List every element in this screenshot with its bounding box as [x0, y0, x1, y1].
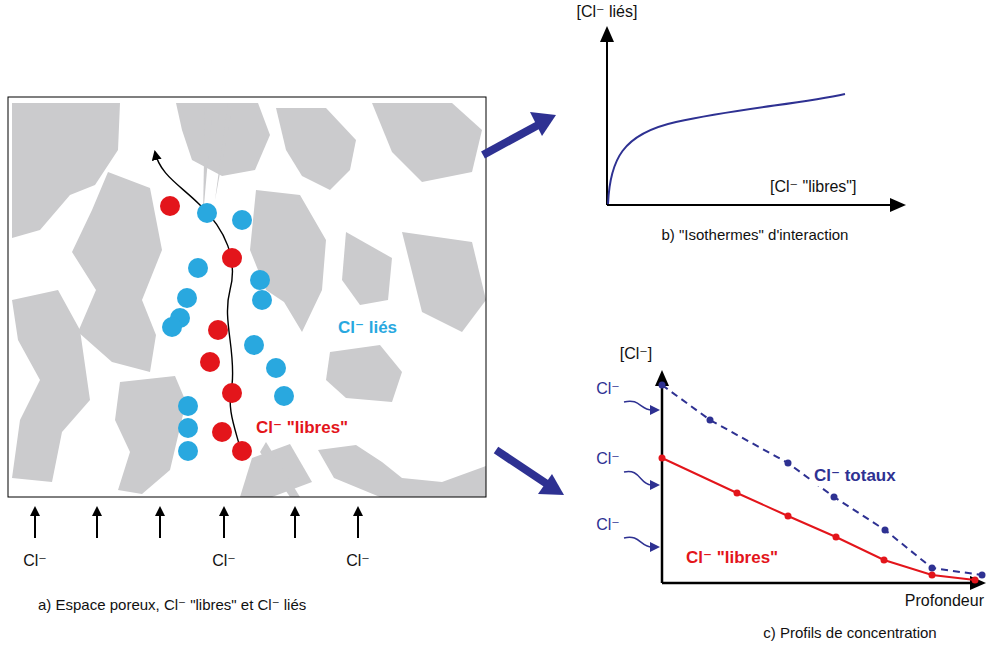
ion-label: Cl⁻	[594, 516, 622, 534]
grains	[12, 103, 486, 497]
free-chlorides	[160, 196, 252, 461]
axis-label: [Cl⁻]	[618, 345, 654, 363]
region-label: Cl⁻ "libres"	[254, 418, 350, 438]
inflow-arrows	[624, 401, 652, 547]
curve-label: Cl⁻ totaux	[812, 466, 898, 486]
ingress-arrows	[35, 508, 358, 538]
profile-axes	[662, 382, 974, 583]
panel-caption: b) "Isothermes" d'interaction	[660, 226, 851, 243]
curve-label: Cl⁻ "libres"	[684, 548, 780, 568]
axis-label: [Cl⁻ liés]	[575, 3, 640, 21]
ion-label: Cl⁻	[594, 380, 622, 398]
panel-caption: a) Espace poreux, Cl⁻ "libres" et Cl⁻ li…	[36, 596, 308, 613]
ion-label: Cl⁻	[594, 450, 622, 468]
axis-label: Profondeur	[903, 592, 986, 610]
ion-label: Cl⁻	[210, 552, 238, 570]
axis-label: [Cl⁻ "libres"]	[768, 178, 858, 196]
free-profile	[662, 458, 975, 580]
panel-arrows	[483, 112, 564, 495]
diffusion-path	[155, 152, 242, 455]
pore-frame	[8, 97, 486, 497]
ion-label: Cl⁻	[21, 552, 49, 570]
ion-label: Cl⁻	[344, 552, 372, 570]
isotherm-axes	[607, 36, 896, 205]
region-label: Cl⁻ liés	[336, 318, 399, 338]
panel-caption: c) Profils de concentration	[761, 624, 938, 641]
